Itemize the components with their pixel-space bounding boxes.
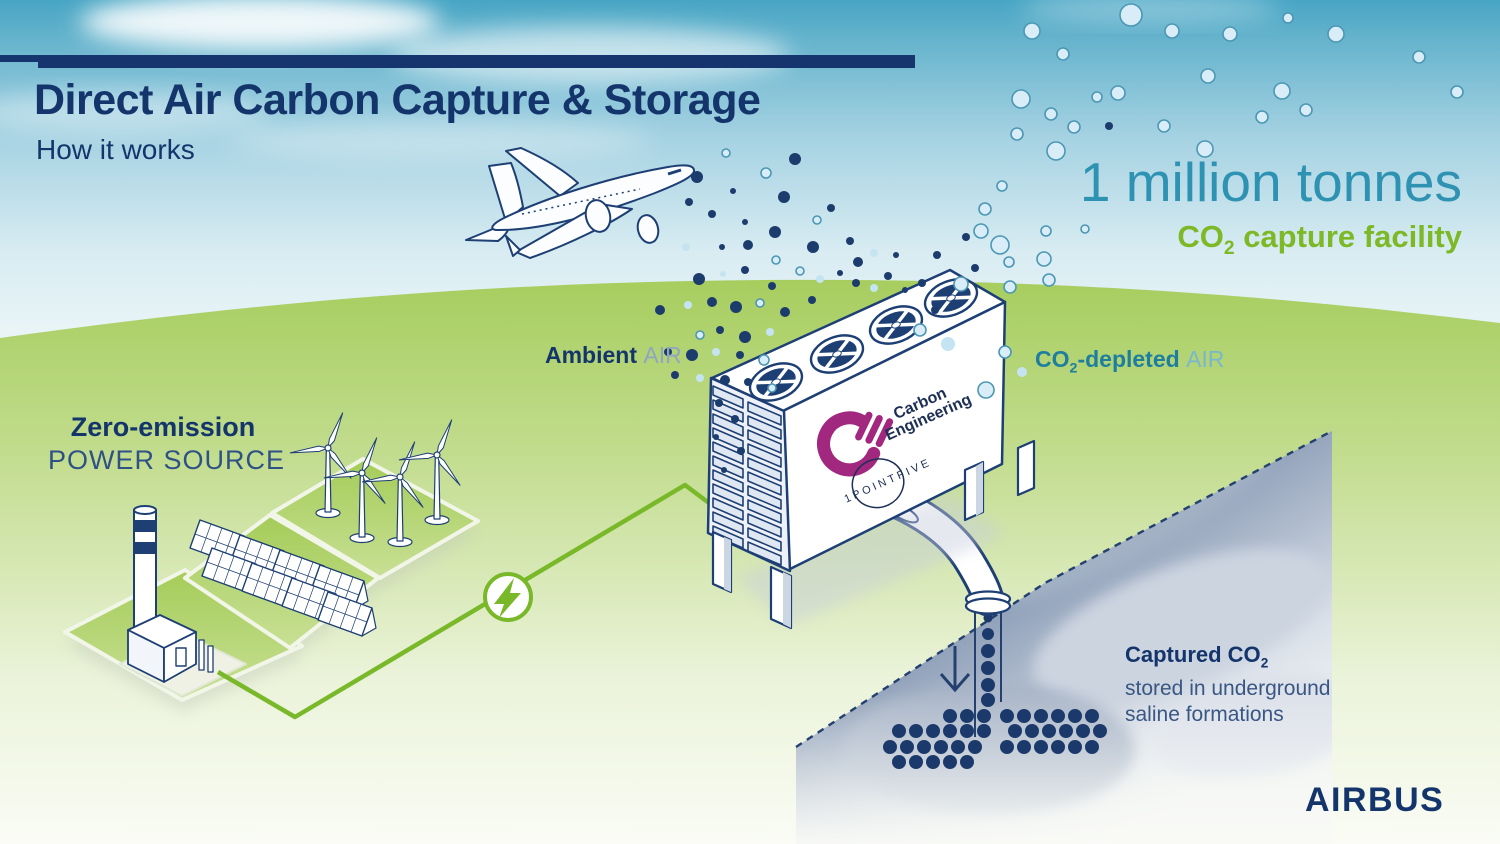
depleted-co: CO — [1035, 346, 1070, 372]
power-source-line2: POWER SOURCE — [48, 445, 286, 475]
cloud — [1020, 0, 1280, 22]
airplane-icon — [465, 147, 695, 259]
power-line — [216, 482, 711, 720]
label-power-source: Zero-emission POWER SOURCE — [48, 412, 286, 476]
capacity-suffix: capture facility — [1234, 219, 1462, 254]
injection-well — [883, 607, 1107, 769]
underground-cross-section — [795, 429, 1333, 844]
leg-shading — [724, 462, 983, 628]
facility-ground-shadow — [735, 492, 1005, 625]
capacity-co: CO — [1177, 219, 1224, 254]
label-co2-depleted-air: CO2-depleted AIR — [1035, 346, 1224, 377]
bubble-ring-group — [695, 3, 1464, 399]
capacity-subheadline: CO2 capture facility — [1177, 219, 1462, 260]
page-subtitle: How it works — [36, 134, 195, 165]
power-source-area — [63, 412, 480, 712]
bubble-navy-group — [655, 122, 1113, 473]
label-captured-co2: Captured CO2 stored in underground salin… — [1125, 642, 1330, 728]
cloud — [80, 0, 440, 50]
ambient-bold: Ambient — [545, 342, 637, 368]
cloud — [230, 120, 650, 160]
capture-facility: Carbon Engineering 1POINTFIVE — [706, 268, 1036, 630]
captured-co2-line2: stored in underground — [1125, 677, 1331, 701]
airbus-logo: AIRBUS — [1305, 781, 1445, 819]
capacity-headline: 1 million tonnes — [1079, 151, 1462, 213]
stored-co2-dots — [883, 709, 1107, 769]
label-ambient-air: Ambient AIR — [545, 342, 682, 369]
co2-bubbles — [655, 3, 1464, 473]
captured-co2-line3: saline formations — [1125, 703, 1284, 727]
power-source-line1: Zero-emission — [70, 412, 256, 442]
page-title: Direct Air Carbon Capture & Storage — [34, 76, 761, 124]
ambient-light: AIR — [643, 342, 682, 368]
power-station-icon — [119, 505, 247, 697]
lightning-bolt-icon — [494, 578, 521, 618]
captured-co2-line1: Captured CO2 — [1125, 642, 1269, 671]
title-accent-bar — [0, 55, 915, 68]
down-arrow-icon — [939, 646, 971, 693]
bubble-solid-group — [682, 243, 1027, 382]
louver-vents — [712, 385, 782, 566]
depleted-subscript: 2 — [1069, 360, 1078, 377]
capacity-subscript: 2 — [1223, 238, 1235, 260]
depleted-bold: -depleted — [1077, 346, 1180, 372]
co2-flow-dots — [981, 613, 995, 707]
depleted-light: AIR — [1186, 346, 1225, 372]
cloud — [0, 92, 270, 132]
